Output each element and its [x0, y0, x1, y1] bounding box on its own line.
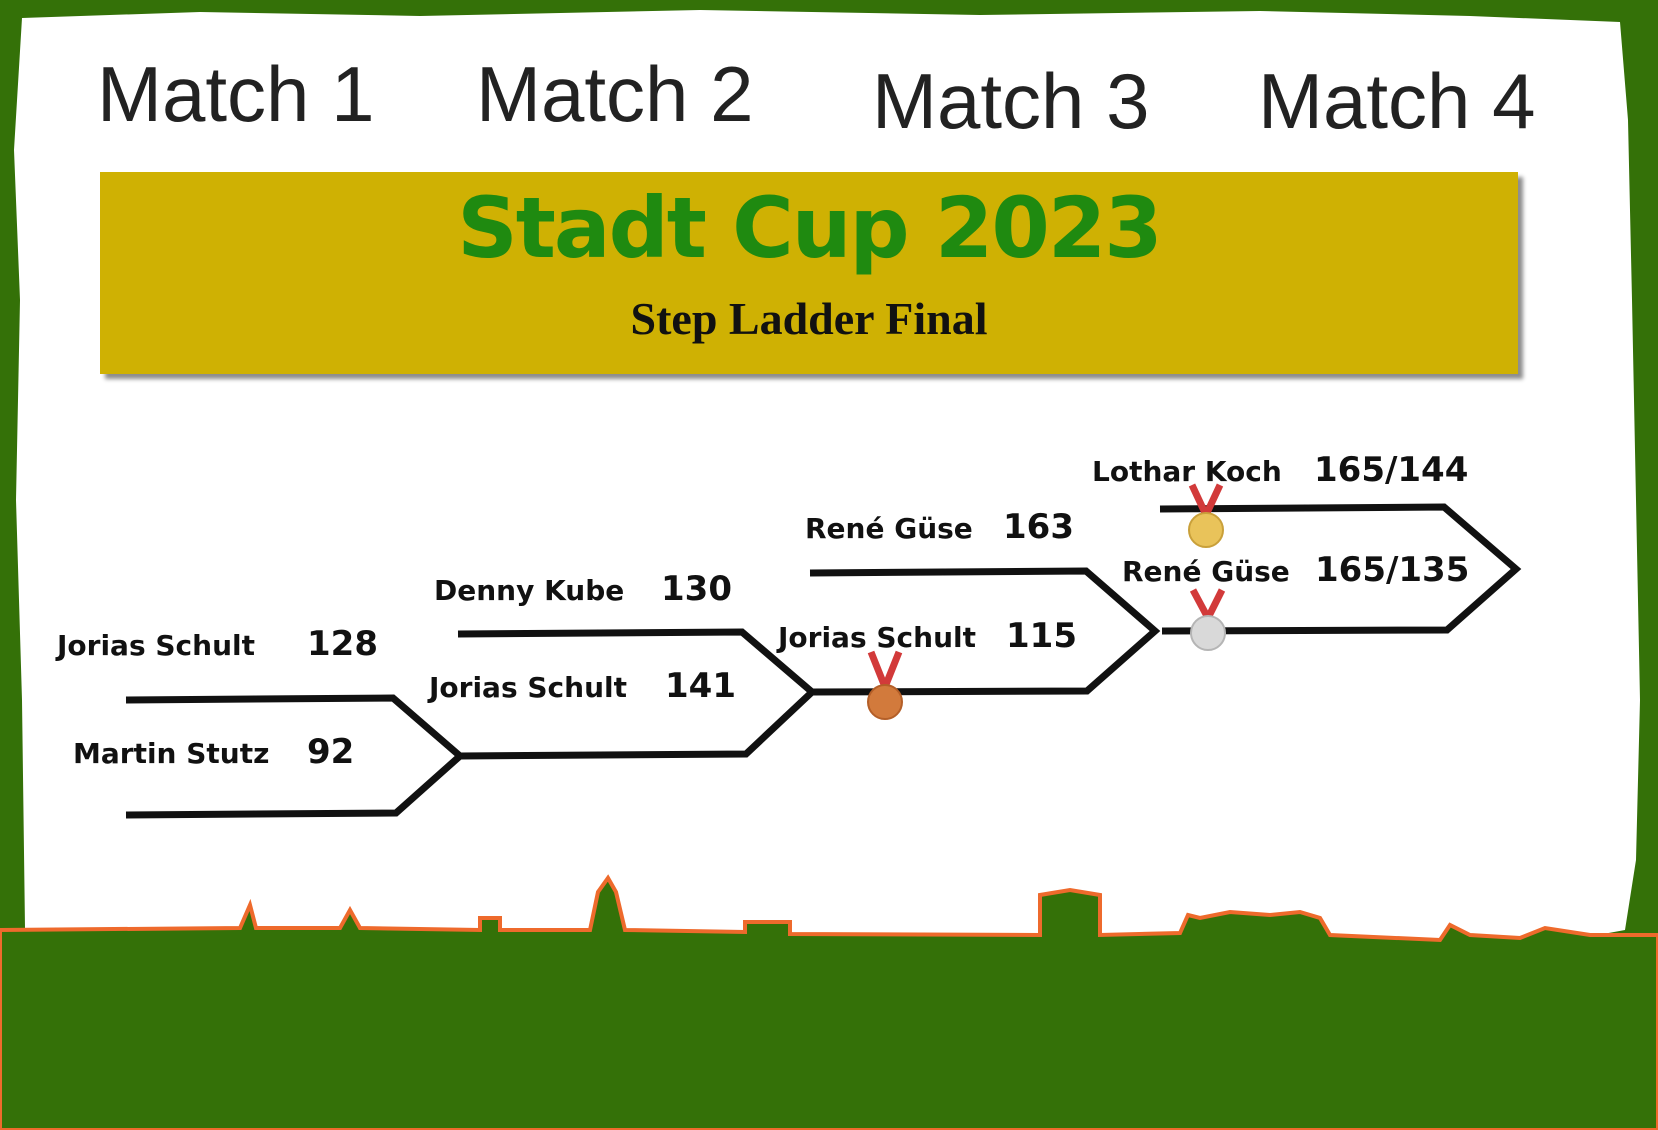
match4-top-player: Lothar Koch [1092, 455, 1282, 488]
title-banner: Stadt Cup 2023 Step Ladder Final [100, 172, 1518, 374]
match2-top-player: Denny Kube [434, 574, 625, 607]
match2-bottom-score: 141 [665, 666, 736, 706]
match1-bottom-player: Martin Stutz [73, 737, 270, 770]
match4-bottom-score: 165/135 [1315, 550, 1470, 590]
match4-top-score: 165/144 [1314, 450, 1469, 490]
match3-top-score: 163 [1003, 507, 1074, 547]
bracket-lines [125, 503, 1522, 819]
cup-subtitle: Step Ladder Final [630, 293, 988, 344]
match3-bottom-score: 115 [1006, 616, 1077, 656]
match1-top-player: Jorias Schult [57, 629, 255, 662]
match-2-heading: Match 2 [476, 50, 754, 138]
match1-top-score: 128 [307, 624, 378, 664]
bronze-medal-icon [867, 650, 903, 720]
match4-connector [1159, 503, 1522, 635]
match1-bottom-score: 92 [307, 732, 355, 772]
match2-bottom-player: Jorias Schult [429, 671, 627, 704]
city-skyline [0, 874, 1658, 1130]
match3-top-player: René Güse [805, 512, 973, 545]
match3-bottom-player: Jorias Schult [778, 621, 976, 654]
match4-bottom-player: René Güse [1122, 555, 1290, 588]
match-4-heading: Match 4 [1258, 57, 1536, 145]
gold-medal-icon [1188, 483, 1224, 548]
match3-connector [809, 567, 1161, 696]
match-3-heading: Match 3 [872, 57, 1150, 145]
cup-title: Stadt Cup 2023 [457, 179, 1162, 277]
match2-top-score: 130 [661, 569, 732, 609]
match-1-heading: Match 1 [97, 50, 375, 138]
silver-medal-icon [1189, 588, 1226, 651]
